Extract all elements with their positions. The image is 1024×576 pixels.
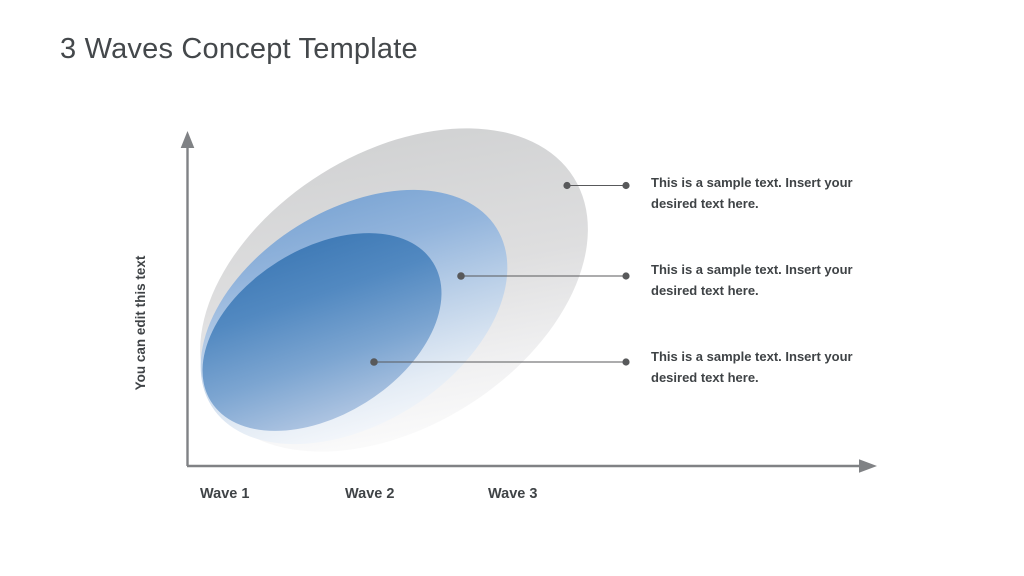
connector-dot-end-3[interactable] (622, 358, 630, 366)
connector-dot-end-2[interactable] (622, 272, 630, 280)
callout-text-1[interactable]: This is a sample text. Insert your desir… (651, 175, 853, 211)
connector-dot-start-3[interactable] (370, 358, 378, 366)
y-axis-label: You can edit this text (133, 255, 148, 391)
connector-dot-start-2[interactable] (457, 272, 465, 280)
connector-dot-start-1[interactable] (563, 181, 571, 190)
arrow-up-icon (180, 131, 195, 148)
x-axis-label-wave-1: Wave 1 (200, 486, 250, 502)
connector-group (370, 181, 630, 366)
callout-text-2[interactable]: This is a sample text. Insert your desir… (651, 262, 853, 298)
wave-ellipses (167, 128, 588, 472)
connector-dot-end-1[interactable] (622, 181, 630, 190)
callout-text-3[interactable]: This is a sample text. Insert your desir… (651, 349, 853, 385)
axis-group (180, 131, 877, 473)
wave-ellipse-inner[interactable] (167, 192, 477, 472)
page-title: 3 Waves Concept Template (60, 33, 418, 65)
arrow-right-icon (859, 459, 877, 473)
x-axis-label-wave-2: Wave 2 (345, 486, 395, 502)
x-axis-label-wave-3: Wave 3 (488, 486, 538, 502)
